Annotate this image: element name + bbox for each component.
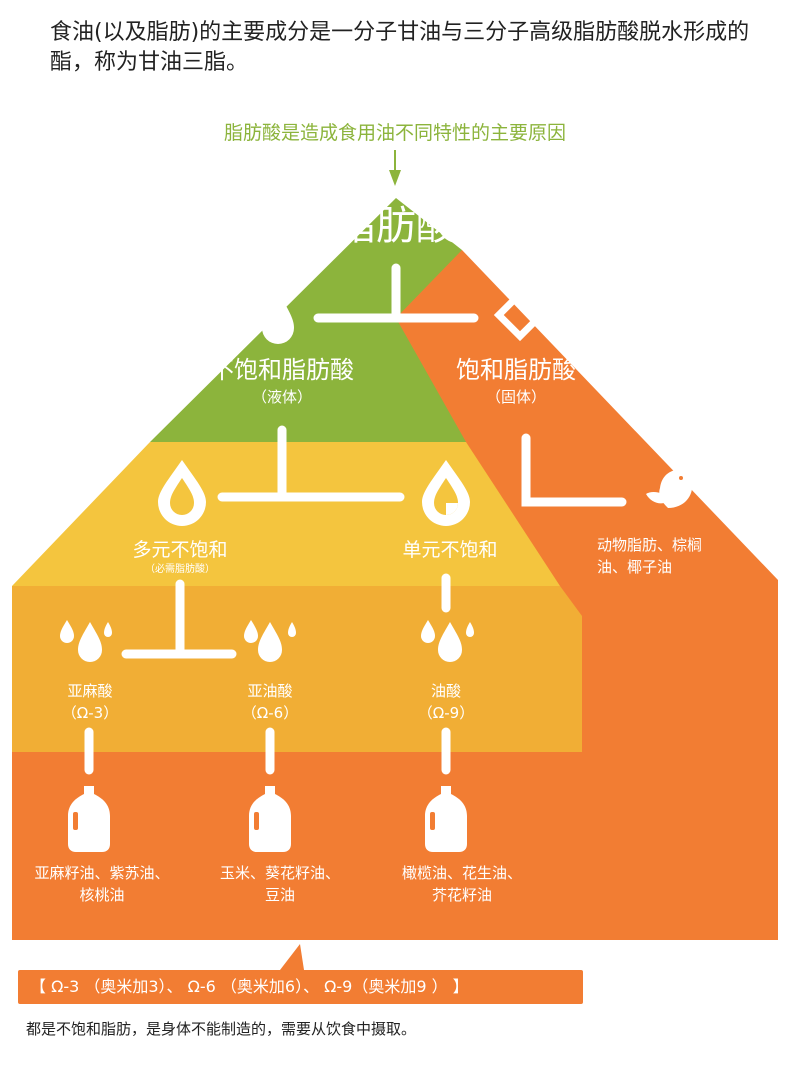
- oil-line: 核桃油: [79, 886, 125, 904]
- linolenic-drops-icon: [60, 620, 112, 662]
- oil-line: 玉米、葵花籽油、: [219, 864, 340, 882]
- intro-text: 食油(以及脂肪)的主要成分是一分子甘油与三分子高级脂肪酸脱水形成的酯，称为甘油三…: [50, 20, 750, 75]
- saturated-label: 饱和脂肪酸: [456, 356, 576, 384]
- root-label: 脂肪酸: [336, 203, 456, 249]
- linoleic-omega: （Ω-6）: [241, 704, 299, 722]
- mono-label: 单元不饱和: [402, 539, 498, 561]
- note-pointer: [280, 944, 304, 970]
- linolenic-oil-bottle-icon: [68, 786, 110, 852]
- liquid-drop-icon: [262, 292, 294, 344]
- diagram-subtitle: 脂肪酸是造成食用油不同特性的主要原因: [223, 122, 566, 144]
- oleic-omega: （Ω-9）: [417, 704, 475, 722]
- unsaturated-sub: （液体）: [251, 388, 312, 406]
- oleic-oil-bottle-icon: [425, 786, 467, 852]
- linoleic-drops-icon: [244, 620, 296, 662]
- oil-line: 豆油: [264, 886, 295, 904]
- linoleic-acid-label: 亚油酸: [247, 682, 293, 700]
- linolenic-oils: 亚麻籽油、紫苏油、 核桃油: [12, 862, 192, 906]
- saturated-examples: 动物脂肪、棕榈 油、椰子油: [597, 534, 767, 578]
- footer-text: 都是不饱和脂肪，是身体不能制造的，需要从饮食中摄取。: [26, 1020, 417, 1038]
- oil-line: 橄榄油、花生油、: [401, 864, 522, 882]
- sat-connector: [521, 433, 627, 507]
- linolenic-omega: （Ω-3）: [61, 704, 119, 722]
- linoleic-oil-bottle-icon: [249, 786, 291, 852]
- poly-sub: （必需脂肪酸）: [145, 564, 215, 575]
- omega-note: 【 Ω-3 （奥米加3）、 Ω-6 （奥米加6）、 Ω-9（奥米加9 ） 】: [18, 970, 583, 1004]
- unsaturated-label: 不饱和脂肪酸: [210, 356, 354, 384]
- oleic-acid-label: 油酸: [430, 682, 461, 700]
- oleic-drops-icon: [421, 620, 474, 662]
- saturated-example-line: 油、椰子油: [597, 558, 673, 576]
- unsaturated-region: [150, 198, 466, 442]
- animal-plant-icon: [646, 469, 700, 508]
- saturated-example-line: 动物脂肪、棕榈: [597, 536, 703, 554]
- saturated-sub: （固体）: [485, 388, 546, 406]
- poly-label: 多元不饱和: [132, 539, 228, 561]
- poly-connector: [121, 579, 237, 659]
- linolenic-acid-label: 亚麻酸: [67, 682, 113, 700]
- linoleic-oils: 玉米、葵花籽油、 豆油: [190, 862, 370, 906]
- oleic-oils: 橄榄油、花生油、 芥花籽油: [372, 862, 552, 906]
- solid-diamond-icon: [493, 288, 547, 342]
- unsat-connector: [217, 425, 405, 502]
- oil-line: 芥花籽油: [431, 886, 492, 904]
- arrow-head: [389, 170, 401, 186]
- root-connector: [313, 263, 479, 323]
- poly-mono-band: [12, 442, 560, 586]
- acid-band: [12, 586, 582, 752]
- oil-line: 亚麻籽油、紫苏油、: [34, 864, 170, 882]
